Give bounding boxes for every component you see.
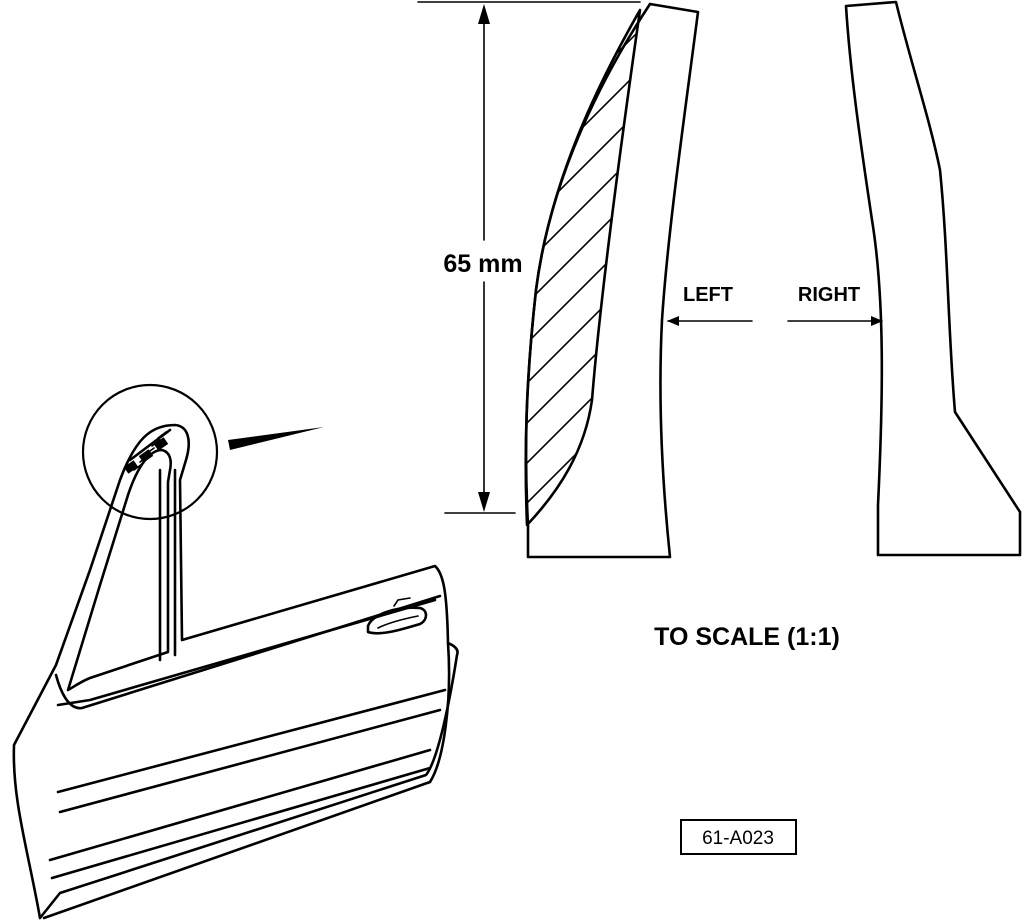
hatch-pattern (525, 10, 640, 525)
leader-pointer (228, 427, 324, 450)
left-template (524, 2, 700, 559)
left-label: LEFT (683, 284, 733, 306)
door-handle-icon (366, 597, 428, 635)
side-moulding-lower (48, 748, 432, 862)
side-moulding-lower-2 (50, 766, 432, 880)
door-bottom-edge (42, 780, 432, 920)
dimension-arrowhead-bottom (478, 492, 490, 512)
right-label: RIGHT (798, 284, 860, 306)
left-template-outline (524, 2, 700, 559)
dimension-group: 65 mm (417, 1, 641, 514)
dimension-arrowhead-top (478, 4, 490, 24)
car-door-illustration (12, 383, 459, 920)
side-moulding-upper (56, 688, 447, 794)
figure-id-box (680, 819, 797, 855)
right-template-outline (844, 0, 1022, 557)
figure-id: 61-A023 (702, 828, 774, 849)
dimension-label: 65 mm (443, 250, 522, 278)
window-sill (54, 594, 442, 710)
door-front-edge (428, 641, 451, 784)
detail-circle (81, 383, 219, 521)
frame-top-ribs (123, 428, 172, 474)
door-outer-outline (12, 423, 459, 920)
side-moulding-upper-2 (58, 708, 442, 814)
window-frame-inner (66, 448, 173, 692)
scale-note: TO SCALE (1:1) (654, 623, 840, 651)
